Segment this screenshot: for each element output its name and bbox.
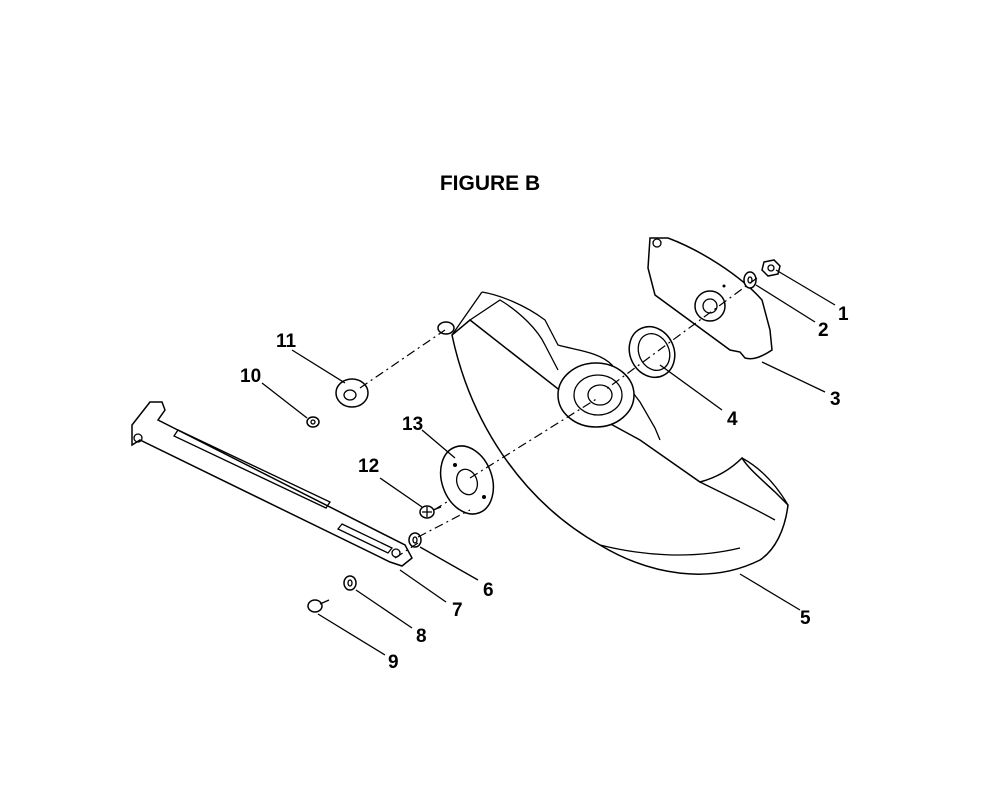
callout-numbers: 1 2 3 4 5 6 7 8 9 10 11 12 13 [240,304,849,673]
callout-8: 8 [416,626,427,647]
callout-13: 13 [402,414,423,435]
part-small-washer [306,416,320,428]
part-flange [439,445,495,515]
part-lower-blade-guard [451,291,789,575]
callout-6: 6 [483,580,494,601]
callout-1: 1 [838,304,849,325]
part-washer-8 [343,575,357,591]
assembly-centerlines [359,277,758,559]
part-pivot-stud [437,321,455,335]
callout-12: 12 [358,456,379,477]
callout-4: 4 [727,409,738,430]
figure-title: FIGURE B [439,172,541,195]
part-nut [761,259,781,277]
callout-7: 7 [452,600,463,621]
part-link-arm [131,401,413,567]
part-screw [419,505,442,519]
callout-11: 11 [276,331,297,352]
leader-lines [261,269,836,656]
part-washer [743,271,757,289]
callout-3: 3 [830,389,841,410]
part-bushing [335,378,369,408]
callout-10: 10 [240,366,261,387]
callout-2: 2 [818,320,829,341]
callout-9: 9 [388,652,399,673]
part-guard-hub [557,362,635,428]
part-ring-bearing [628,325,676,379]
part-screw-9 [307,599,330,613]
callout-5: 5 [800,608,811,629]
